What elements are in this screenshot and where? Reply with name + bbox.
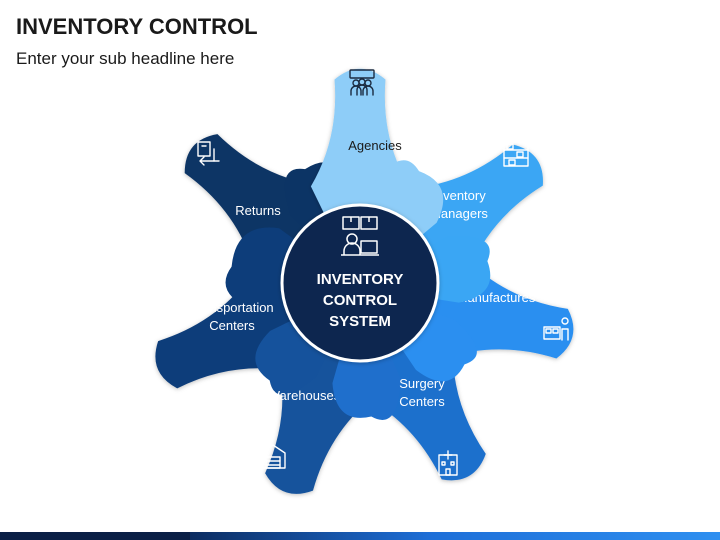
page-title: INVENTORY CONTROL (16, 14, 258, 39)
petal-label-agencies: Agencies (348, 138, 402, 153)
petal-label-warehouses: Warehouses (268, 388, 341, 403)
factory-worker-icon (543, 317, 569, 341)
return-box-icon (197, 141, 220, 166)
warehouse-shelves-icon (503, 141, 529, 167)
center-circle (280, 203, 440, 363)
agency-team-icon (349, 69, 375, 96)
bottom-accent-bar (0, 532, 720, 540)
inventory-worker-icon (341, 216, 379, 256)
warehouse-icon (260, 444, 286, 469)
hospital-building-icon (438, 450, 458, 476)
page-subtitle: Enter your sub headline here (16, 49, 235, 68)
delivery-truck-icon (148, 310, 172, 334)
petal-label-returns: Returns (235, 203, 281, 218)
